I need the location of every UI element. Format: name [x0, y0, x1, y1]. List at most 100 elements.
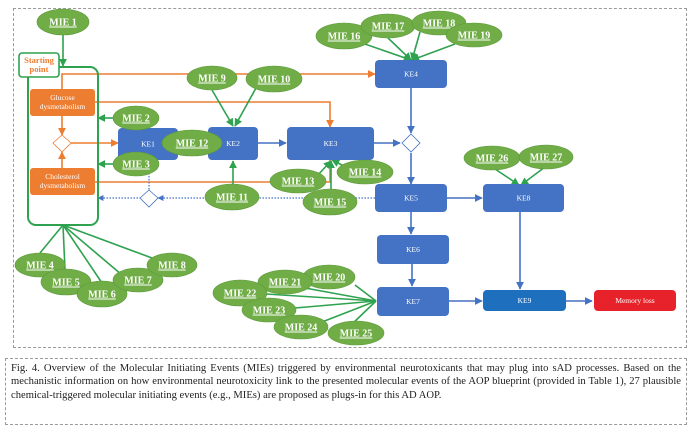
edge-mie19-to-ke4: [411, 43, 456, 62]
mie-label: MIE 21: [269, 278, 302, 289]
key-event-label: KE7: [406, 297, 420, 306]
key-event-ke2[interactable]: KE2: [208, 127, 258, 160]
mie-label: MIE 11: [216, 193, 248, 204]
mie-node-21[interactable]: MIE 21: [257, 269, 313, 295]
mie-node-14[interactable]: MIE 14: [336, 159, 394, 185]
mie-label: MIE 17: [372, 22, 405, 33]
mie-node-9[interactable]: MIE 9: [186, 65, 238, 91]
edge-mie6-to-start: [62, 224, 103, 284]
decision-diamond-feedback: [139, 189, 159, 208]
mie-label: MIE 12: [176, 139, 209, 150]
mie-label: MIE 15: [314, 198, 347, 209]
key-event-label: KE4: [404, 70, 418, 79]
mie-node-17[interactable]: MIE 17: [360, 13, 416, 39]
mie-node-27[interactable]: MIE 27: [518, 144, 574, 170]
key-event-ke6[interactable]: KE6: [377, 235, 449, 264]
edge-mie8-to-start: [62, 224, 153, 259]
mie-label: MIE 20: [313, 273, 346, 284]
key-event-ke9[interactable]: KE9: [483, 290, 566, 311]
mie-node-19[interactable]: MIE 19: [445, 22, 503, 48]
mie-label: MIE 26: [476, 154, 509, 165]
mie-label: MIE 9: [198, 74, 226, 85]
decision-diamond-ke3-ke4: [401, 133, 421, 153]
mie-node-16[interactable]: MIE 16: [315, 22, 373, 50]
key-event-ke7[interactable]: KE7: [377, 287, 449, 316]
mie-label: MIE 8: [158, 261, 186, 272]
mie-node-1[interactable]: MIE 1: [36, 8, 90, 36]
mie-node-23[interactable]: MIE 23: [241, 297, 297, 323]
figure-caption: Fig. 4. Overview of the Molecular Initia…: [5, 358, 687, 425]
mie-label: MIE 4: [26, 261, 54, 272]
key-event-label: KE6: [406, 245, 420, 254]
mie-node-3[interactable]: MIE 3: [112, 151, 160, 177]
starting-point-container: [27, 66, 99, 226]
mie-node-26[interactable]: MIE 26: [463, 145, 521, 171]
mie-node-13[interactable]: MIE 13: [269, 168, 327, 194]
mie-node-24[interactable]: MIE 24: [273, 314, 329, 340]
mie-node-11[interactable]: MIE 11: [204, 183, 260, 211]
key-event-label: KE9: [518, 296, 532, 305]
mie-label: MIE 22: [224, 289, 257, 300]
mie-label: MIE 23: [253, 306, 286, 317]
edge-mie21-to-ke7: [304, 287, 377, 302]
mie-node-6[interactable]: MIE 6: [76, 280, 128, 308]
key-event-label: KE2: [226, 139, 240, 148]
mie-label: MIE 2: [122, 114, 150, 125]
key-event-ke4[interactable]: KE4: [375, 60, 447, 88]
mie-label: MIE 10: [258, 75, 291, 86]
mie-label: MIE 1: [49, 18, 77, 29]
starting-point-label-box: [18, 52, 60, 78]
decision-diamond-metabolism: [52, 134, 72, 153]
mie-label: MIE 7: [124, 276, 152, 287]
key-event-label: KE3: [324, 139, 338, 148]
mie-label: MIE 14: [349, 168, 382, 179]
mie-label: MIE 27: [530, 153, 563, 164]
edge-mie10-to-ke2: [234, 87, 257, 127]
key-event-ke5[interactable]: KE5: [375, 184, 447, 212]
edge-mie24-to-ke7: [321, 300, 377, 323]
mie-node-7[interactable]: MIE 7: [112, 267, 164, 293]
mie-label: MIE 25: [340, 329, 373, 340]
key-event-label: KE8: [517, 194, 531, 203]
mie-node-12[interactable]: MIE 12: [161, 129, 223, 157]
edge-mie17-to-ke4: [387, 37, 412, 61]
edge-mie20-to-ke7: [354, 284, 377, 302]
edge-mie7-to-start: [62, 224, 123, 276]
key-event-ke8[interactable]: KE8: [483, 184, 564, 212]
mie-label: MIE 24: [285, 323, 318, 334]
mie-label: MIE 16: [328, 32, 361, 43]
edge-glucose-to-ke3: [95, 101, 334, 128]
mie-node-25[interactable]: MIE 25: [327, 320, 385, 346]
mie-label: MIE 5: [52, 278, 80, 289]
edge-mie23-to-ke7: [294, 300, 377, 309]
key-event-label: KE1: [141, 140, 155, 149]
adverse-outcome-label: Memory loss: [615, 296, 654, 305]
edge-mie4-to-start: [39, 224, 64, 254]
mie-label: MIE 13: [282, 177, 315, 188]
edge-mie18-to-ke4: [410, 31, 421, 61]
edge-mie27-to-ke8: [520, 166, 546, 186]
edge-mie16-to-ke4: [361, 42, 412, 62]
mie-node-22[interactable]: MIE 22: [212, 279, 268, 307]
mie-node-10[interactable]: MIE 10: [245, 65, 303, 93]
key-event-ke3[interactable]: KE3: [287, 127, 374, 160]
edge-mie9-to-ke2: [211, 89, 234, 127]
adverse-outcome-memory-loss[interactable]: Memory loss: [594, 290, 676, 311]
mie-label: MIE 3: [122, 160, 150, 171]
mie-label: MIE 19: [458, 31, 491, 42]
blue-edges: [258, 88, 593, 305]
mie-node-15[interactable]: MIE 15: [302, 188, 358, 216]
edge-mie22-to-ke7: [265, 293, 377, 302]
figure-frame: [13, 8, 687, 348]
mie-node-8[interactable]: MIE 8: [146, 252, 198, 278]
mie-node-2[interactable]: MIE 2: [112, 105, 160, 131]
